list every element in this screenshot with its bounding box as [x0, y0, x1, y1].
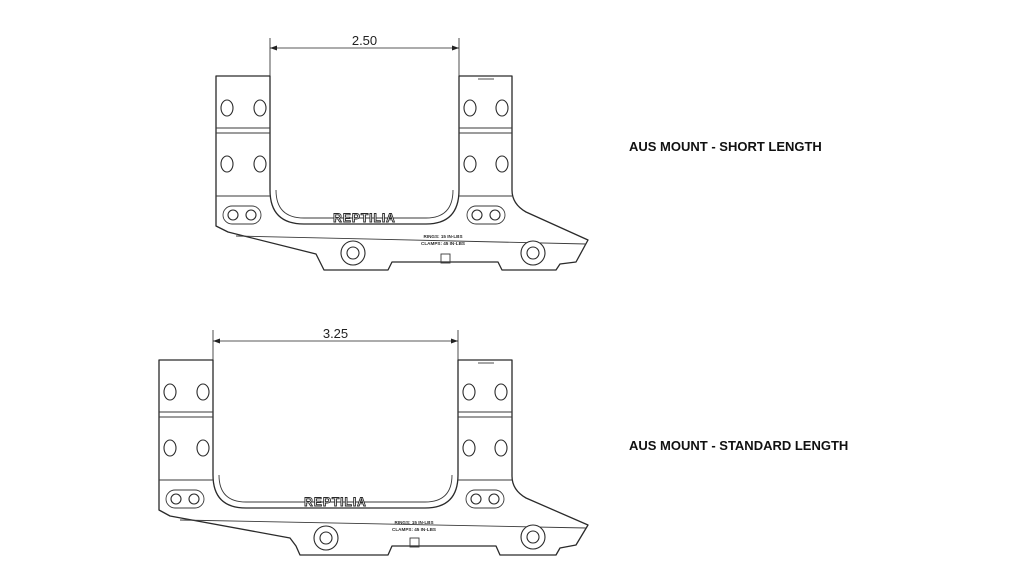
caption-standard-length: AUS MOUNT - STANDARD LENGTH [629, 438, 848, 453]
torque-rings-short: RINGS: 15 IN-LBS [423, 234, 462, 239]
dimension-short: 2.50 [269, 33, 460, 76]
torque-rings-standard: RINGS: 15 IN-LBS [394, 520, 433, 525]
torque-clamps-short: CLAMPS: 45 IN-LBS [421, 241, 465, 246]
caption-short-length: AUS MOUNT - SHORT LENGTH [629, 139, 822, 154]
brand-logo-standard: REPTILIA [304, 495, 367, 509]
dimension-label-standard: 3.25 [323, 326, 348, 341]
mount-body-standard [158, 359, 589, 556]
mount-standard-length: 3.25 [158, 326, 589, 556]
mount-body-short [215, 75, 589, 271]
dimension-label-short: 2.50 [352, 33, 377, 48]
torque-clamps-standard: CLAMPS: 45 IN-LBS [392, 527, 436, 532]
dimension-standard: 3.25 [212, 326, 459, 360]
brand-logo-short: REPTILIA [333, 211, 396, 225]
mount-short-length: 2.50 [215, 33, 589, 271]
